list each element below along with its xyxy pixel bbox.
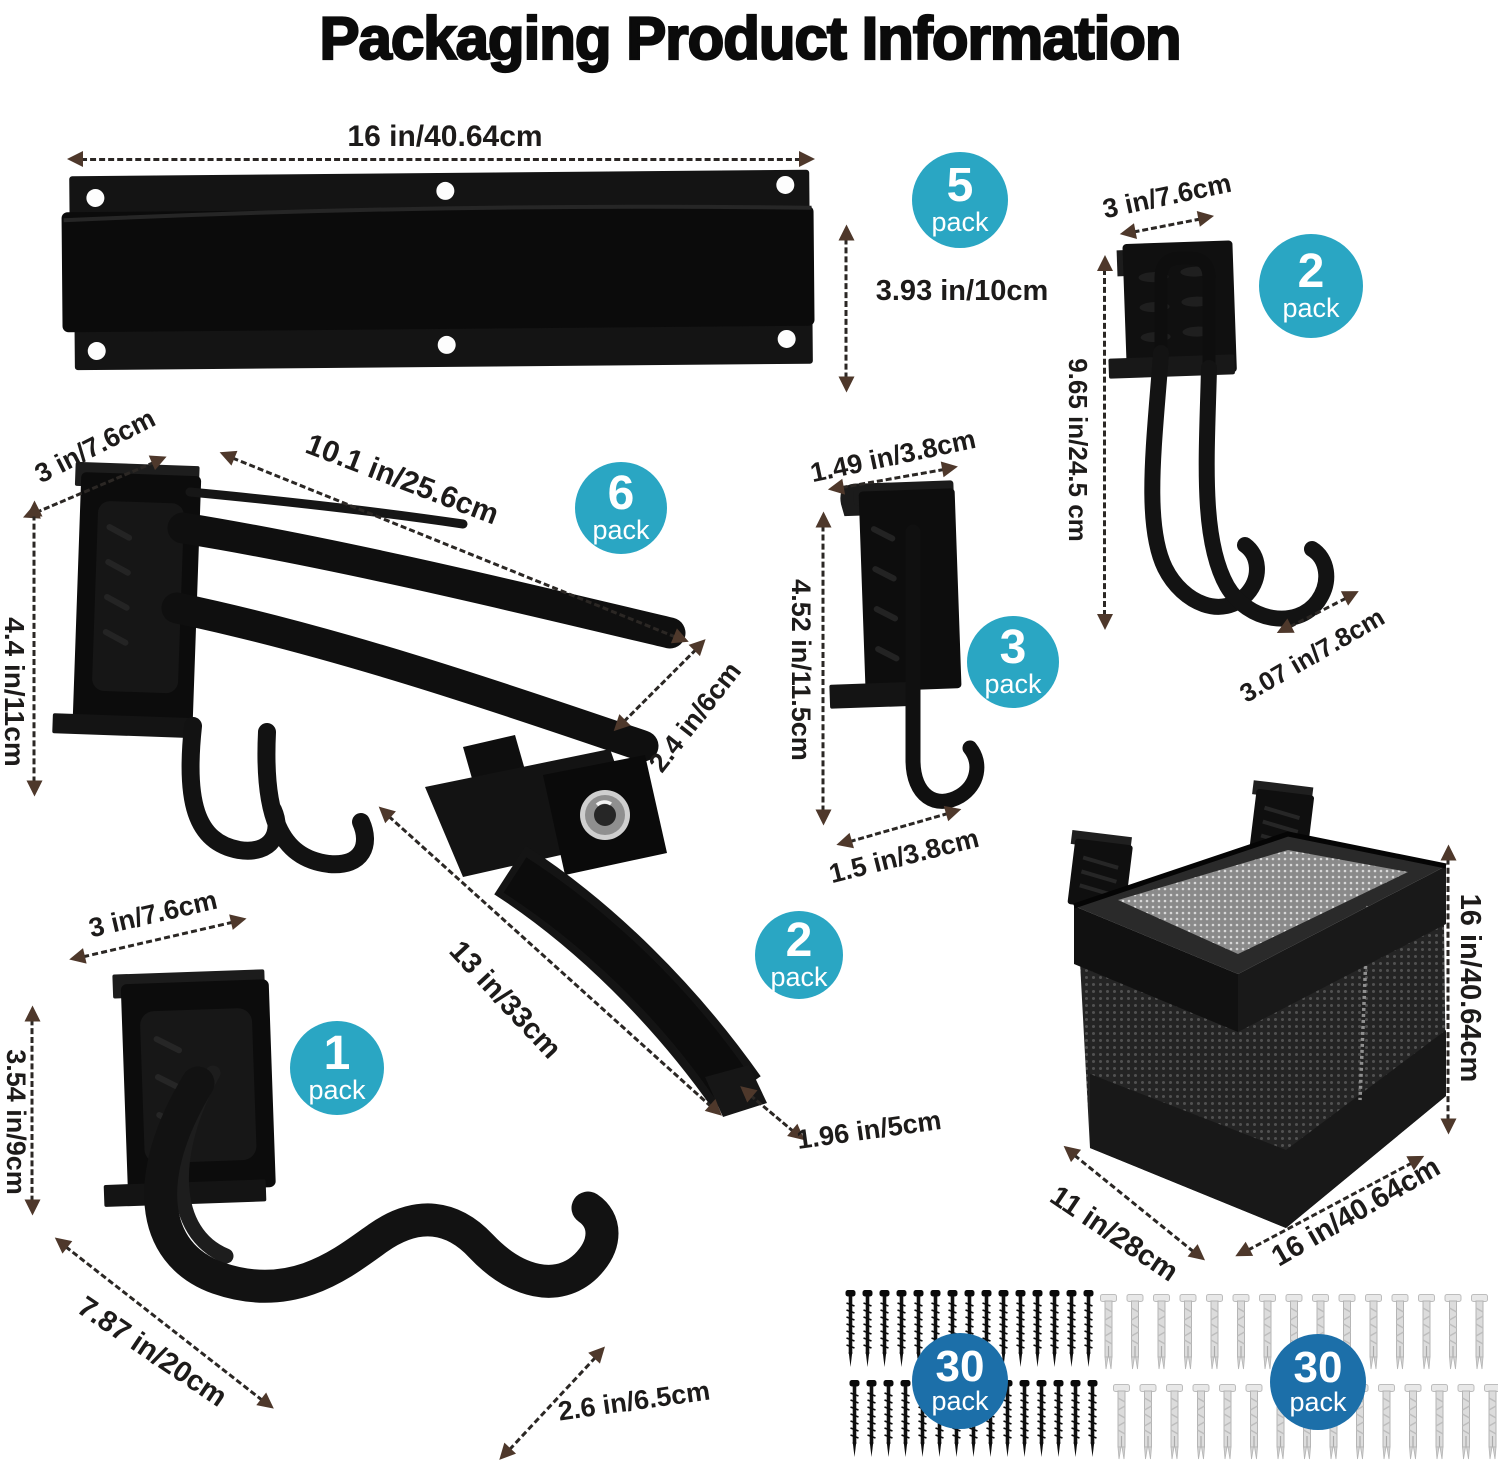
pack-word: pack (931, 1385, 989, 1416)
utility-hook-height-label: 9.65 in/24.5 cm (1063, 358, 1093, 542)
basket-height-arrow (1446, 849, 1450, 1130)
rail-graphic (61, 169, 815, 371)
anchors-pack-badge: 30 pack (1270, 1334, 1366, 1430)
rail-height-label: 3.93 in/10cm (875, 275, 1049, 307)
bike-hook-height-label: 3.54 in/9cm (1, 1049, 31, 1195)
pack-count: 6 (607, 467, 635, 521)
strap-pack-badge: 2 pack (755, 911, 843, 999)
pack-count: 1 (323, 1027, 351, 1081)
basket-height-label: 16 in/40.64cm (1454, 893, 1486, 1083)
rail-width-label: 16 in/40.64cm (347, 120, 543, 153)
pack-count: 30 (935, 1342, 985, 1392)
pack-word: pack (1282, 292, 1340, 323)
pack-count: 5 (946, 159, 974, 213)
page-title: Packaging Product Information (318, 4, 1182, 73)
utility-hook-graphic (1108, 240, 1335, 627)
tool-hanger-height-label: 4.4 in/11cm (0, 617, 30, 767)
basket-graphic (1067, 780, 1447, 1228)
pack-word: pack (931, 206, 989, 237)
pack-count: 30 (1293, 1343, 1343, 1393)
bike-hook-graphic (103, 969, 619, 1303)
tool-hanger-pack-badge: 6 pack (575, 462, 667, 554)
utility-hook-width-label: 3 in/7.6cm (1100, 167, 1234, 225)
utility-hook-height-arrow (1103, 260, 1106, 625)
screws-pack-badge: 30 pack (912, 1333, 1008, 1429)
pack-word: pack (770, 961, 828, 992)
rail-pack-badge: 5 pack (912, 152, 1008, 248)
strap-graphic (425, 735, 767, 1117)
rail-width-arrow (67, 151, 815, 167)
pack-count: 2 (1297, 245, 1325, 299)
rail-height-arrow (844, 229, 848, 388)
tool-hanger-height-arrow (32, 505, 36, 792)
pack-word: pack (592, 514, 650, 545)
pack-word: pack (308, 1074, 366, 1105)
pack-word: pack (1289, 1386, 1347, 1417)
j-hook-pack-badge: 3 pack (967, 616, 1059, 708)
tool-hanger-graphic (52, 461, 686, 874)
pack-count: 3 (999, 621, 1027, 675)
pack-word: pack (984, 668, 1042, 699)
pack-count: 2 (785, 914, 813, 968)
utility-hook-pack-badge: 2 pack (1259, 234, 1363, 338)
bike-hook-pack-badge: 1 pack (290, 1021, 384, 1115)
j-hook-graphic (829, 480, 985, 809)
